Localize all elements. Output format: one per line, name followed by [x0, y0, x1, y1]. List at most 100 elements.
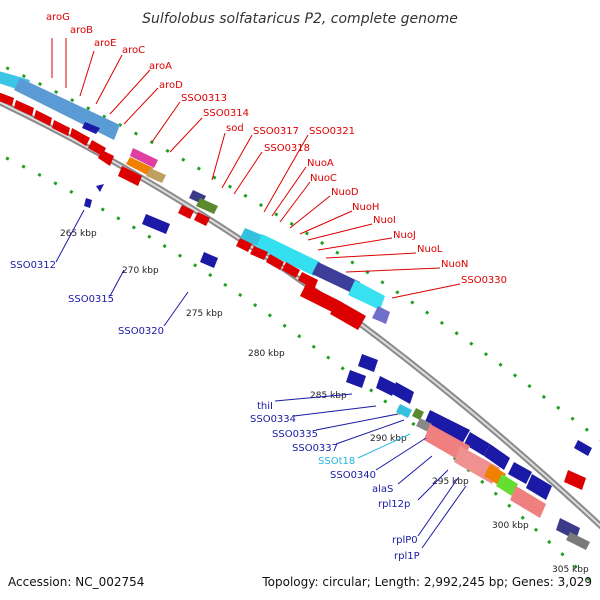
label-leader-line [163, 291, 189, 327]
kbp-label-280: 280 kbp [248, 349, 285, 359]
kbp-scale: 265 kbp 270 kbp 275 kbp 280 kbp 285 kbp … [60, 229, 589, 575]
forward-gene-arrow [0, 92, 14, 106]
gene-label-aroG: aroG [46, 12, 70, 23]
forward-gene-arrow [118, 166, 142, 186]
gene-label-SSO0318: SSO0318 [264, 143, 310, 154]
gene-label-NuoA: NuoA [307, 158, 334, 169]
forward-gene-arrow [300, 284, 338, 312]
gene-block [312, 262, 360, 294]
kbp-label-305: 305 kbp [552, 565, 589, 575]
label-leader-line [299, 210, 353, 235]
label-leader-line [317, 237, 393, 251]
label-leader-line [315, 413, 399, 431]
label-leader-line [397, 455, 433, 485]
forward-gene-arrow [70, 128, 90, 146]
gene-label-aroA: aroA [149, 61, 172, 72]
label-leader-line [169, 117, 203, 153]
label-leader-line [109, 269, 125, 297]
label-leader-line [421, 485, 467, 549]
label-leader-line [109, 69, 151, 115]
label-leader-line [391, 283, 461, 299]
label-leader-line [233, 151, 263, 195]
reverse-gene-arrow [142, 214, 170, 234]
forward-gene-arrow [330, 300, 366, 330]
reverse-gene-arrow [464, 432, 490, 456]
reverse-gene-arrow [392, 382, 414, 404]
forward-gene-arrow [236, 238, 252, 252]
reverse-gene-arrow [96, 184, 104, 192]
reverse-gene-arrow [484, 444, 510, 470]
forward-gene-arrow [266, 254, 284, 270]
reverse-gene-labels: SSO0312 SSO0315 SSO0320 thiI SSO0334 SSO… [10, 209, 467, 562]
label-leader-line [293, 405, 377, 417]
gene-label-SSO0335: SSO0335 [272, 429, 318, 440]
gene-label-NuoC: NuoC [310, 173, 337, 184]
label-leader-line [79, 50, 95, 97]
gene-label-NuoD: NuoD [331, 187, 359, 198]
kbp-label-295: 295 kbp [432, 477, 469, 487]
gene-block [82, 122, 100, 134]
gene-label-SSO0334: SSO0334 [250, 414, 296, 425]
gene-label-SSO0340: SSO0340 [330, 470, 376, 481]
label-leader-line [151, 101, 181, 143]
label-leader-line [55, 209, 85, 263]
gene-block [126, 157, 153, 176]
gene-label-NuoN: NuoN [441, 259, 468, 270]
forward-gene-arrow [194, 212, 210, 226]
gene-block [496, 474, 518, 496]
forward-gene-arrow [52, 120, 70, 136]
gene-block [146, 168, 166, 183]
gene-label-rpl1P: rpl1P [394, 551, 420, 562]
reverse-gene-arrow [574, 440, 592, 456]
label-leader-line [289, 195, 331, 229]
label-leader-line [375, 437, 427, 471]
forward-gene-arrow [564, 470, 586, 490]
reverse-gene-arrow [412, 408, 424, 420]
forward-gene-arrow [14, 100, 34, 116]
gene-block [196, 198, 218, 214]
gene-block [256, 234, 320, 276]
map-title: Sulfolobus solfataricus P2, complete gen… [142, 11, 458, 27]
forward-gene-arrow [178, 205, 194, 219]
label-leader-line [417, 477, 459, 537]
gene-block [416, 418, 432, 432]
gene-block [396, 404, 412, 418]
gene-block [240, 228, 262, 246]
reverse-gene-arrow [566, 532, 590, 550]
forward-gene-labels: aroG aroB aroE aroC aroA aroD SSO0313 SS… [46, 12, 507, 299]
outer-dotted-guide [0, 63, 600, 442]
kbp-label-270: 270 kbp [122, 266, 159, 276]
label-leader-line [307, 223, 373, 241]
forward-gene-arrow [282, 262, 300, 278]
kbp-label-275: 275 kbp [186, 309, 223, 319]
kbp-label-265: 265 kbp [60, 229, 97, 239]
label-leader-line [335, 419, 405, 445]
gene-label-aroD: aroD [159, 80, 183, 91]
gene-label-NuoI: NuoI [373, 215, 396, 226]
topology-text: Topology: circular; Length: 2,992,245 bp… [261, 575, 592, 589]
gene-label-thiI: thiI [257, 401, 273, 412]
reverse-gene-arrow [358, 354, 378, 372]
gene-block [14, 78, 120, 140]
label-leader-line [325, 252, 417, 259]
gene-label-SSO0313: SSO0313 [181, 93, 227, 104]
forward-strand-features [0, 71, 390, 324]
label-leader-line [211, 132, 226, 181]
gene-label-SSO0321: SSO0321 [309, 126, 355, 137]
gene-label-SSO0317: SSO0317 [253, 126, 299, 137]
gene-label-SSOt18: SSOt18 [318, 456, 355, 467]
genome-backbone-highlight [0, 101, 600, 527]
gene-label-SSO0312: SSO0312 [10, 260, 56, 271]
label-leader-line [123, 87, 159, 125]
reverse-gene-arrow [376, 376, 396, 396]
label-leader-line [95, 54, 123, 105]
label-leader-line [279, 181, 311, 223]
reverse-gene-arrow [508, 462, 532, 484]
reverse-gene-arrow [346, 370, 366, 388]
gene-label-alaS: alaS [372, 484, 393, 495]
gene-label-SSO0330: SSO0330 [461, 275, 507, 286]
gene-label-NuoH: NuoH [352, 202, 379, 213]
forward-gene-arrow [34, 110, 52, 126]
